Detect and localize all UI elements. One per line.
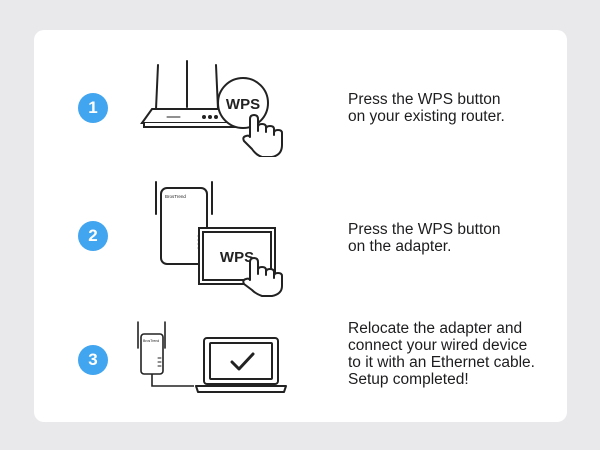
instruction-line: on the adapter.: [348, 238, 452, 255]
step-instruction: Relocate the adapter and connect your wi…: [348, 320, 548, 388]
range-extender-icon: [137, 321, 166, 375]
instruction-line: connect your wired device: [348, 337, 528, 354]
step-number-badge: 2: [78, 221, 108, 251]
checkmark-icon: [230, 352, 255, 371]
router-illustration: WPS: [140, 60, 283, 157]
hand-pointer-icon: [242, 257, 283, 297]
instruction-line: to it with an Ethernet cable.: [348, 354, 535, 371]
range-extender-icon: [155, 181, 213, 265]
instruction-line: on your existing router.: [348, 108, 505, 125]
instruction-line: Relocate the adapter and: [348, 320, 523, 337]
hand-pointer-icon: [242, 114, 283, 157]
instruction-line: Press the WPS button: [348, 91, 501, 108]
step-instruction: Press the WPS button on the adapter.: [348, 221, 548, 255]
step-2: 2 BrosTrend WPS Press the WPS button on …: [34, 180, 567, 297]
wps-label: WPS: [220, 249, 254, 266]
step-1: 1 WPS Press the WPS button on you: [34, 47, 567, 157]
step-number-badge: 3: [78, 345, 108, 375]
adapter-illustration: BrosTrend WPS: [155, 181, 283, 297]
connected-setup-illustration: BrosTrend: [137, 321, 287, 393]
device-brand-label: BrosTrend: [165, 194, 186, 199]
step-instruction: Press the WPS button on your existing ro…: [348, 91, 548, 125]
wps-label: WPS: [226, 96, 260, 113]
instructions-card: 1 WPS Press the WPS button on you: [34, 30, 567, 422]
instruction-line: Setup completed!: [348, 371, 469, 388]
device-brand-label: BrosTrend: [143, 339, 159, 343]
step-number-badge: 1: [78, 93, 108, 123]
step-3: 3 BrosTrend Relocate the adapter and con…: [34, 302, 567, 412]
laptop-icon: [195, 337, 287, 393]
ethernet-cable: [151, 374, 194, 387]
instruction-line: Press the WPS button: [348, 221, 501, 238]
